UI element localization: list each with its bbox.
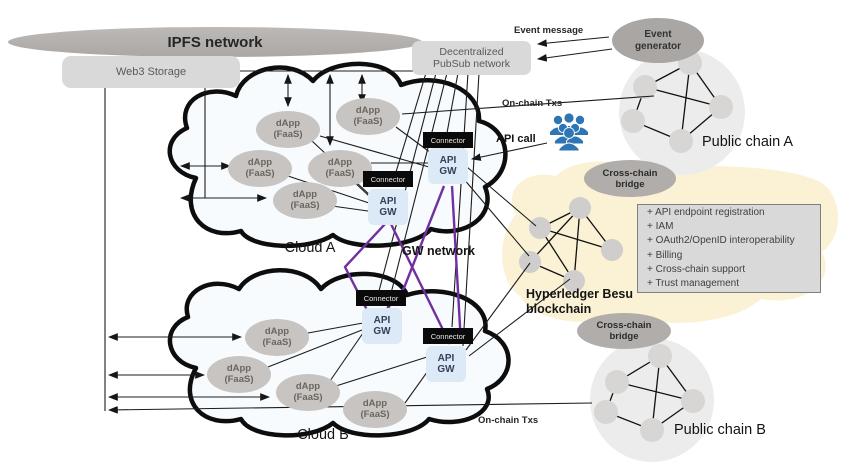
event-generator-label: Event generator	[634, 29, 682, 52]
feature-item: + Cross-chain support	[647, 263, 746, 275]
public-chain-a-nodes	[621, 51, 733, 153]
cross-chain-bridge-label: Cross-chain bridge	[596, 320, 652, 342]
cross-chain-bridge-label: Cross-chain bridge	[602, 167, 658, 190]
feature-item: + Trust management	[647, 277, 739, 289]
ipfs-network-label: IPFS network	[167, 33, 263, 51]
connector-box: Connector	[423, 132, 473, 148]
feature-item: + Billing	[647, 249, 683, 261]
users-icon	[544, 112, 594, 152]
connector-box: Connector	[363, 171, 413, 187]
pubsub-network-box: Decentralized PubSub network	[412, 41, 531, 75]
web3-storage-box: Web3 Storage	[62, 56, 240, 88]
feature-item: + OAuth2/OpenID interoperability	[647, 235, 795, 247]
onchain-txs-label-top: On-chain Txs	[502, 98, 563, 109]
cross-chain-bridge-a: Cross-chain bridge	[584, 160, 676, 197]
public-chain-b-circle	[590, 338, 714, 462]
dapp-faas-node: dApp(FaaS)	[273, 182, 337, 219]
dapp-faas-node: dApp(FaaS)	[245, 319, 309, 356]
public-chain-b-label: Public chain B	[674, 422, 766, 438]
event-message-label: Event message	[514, 25, 584, 36]
dapp-faas-node: dApp(FaaS)	[276, 374, 340, 411]
dapp-faas-node: dApp(FaaS)	[256, 111, 320, 148]
web3-storage-label: Web3 Storage	[115, 66, 187, 78]
feature-item: + API endpoint registration	[647, 206, 765, 218]
public-chain-a-label: Public chain A	[702, 134, 794, 150]
dapp-faas-node: dApp(FaaS)	[343, 391, 407, 428]
feature-list-box: + API endpoint registration + IAM + OAut…	[637, 204, 821, 293]
ipfs-network-ellipse: IPFS network	[8, 27, 422, 57]
dapp-faas-node: dApp(FaaS)	[207, 356, 271, 393]
dapp-faas-node: dApp(FaaS)	[336, 98, 400, 135]
connection-lines	[104, 36, 655, 414]
feature-item: + IAM	[647, 221, 674, 233]
besu-blockchain-label: Hyperledger Besu blockchain	[526, 287, 633, 316]
gw-network-label: GW network	[402, 244, 475, 258]
event-generator-ellipse: Event generator	[612, 18, 704, 63]
public-chain-b-nodes	[594, 344, 705, 442]
pubsub-network-label: Decentralized PubSub network	[432, 46, 511, 70]
connector-box: Connector	[356, 290, 406, 306]
onchain-txs-label-bottom: On-chain Txs	[478, 415, 539, 426]
connector-box: Connector	[423, 328, 473, 344]
cloud-a-label: Cloud A	[284, 240, 336, 256]
dapp-faas-node: dApp(FaaS)	[228, 150, 292, 187]
dapp-faas-node: dApp(FaaS)	[308, 150, 372, 187]
cross-chain-bridge-b: Cross-chain bridge	[577, 313, 671, 349]
besu-nodes	[519, 197, 623, 292]
api-call-label: API call	[496, 133, 536, 145]
cloud-b-label: Cloud B	[297, 427, 349, 443]
